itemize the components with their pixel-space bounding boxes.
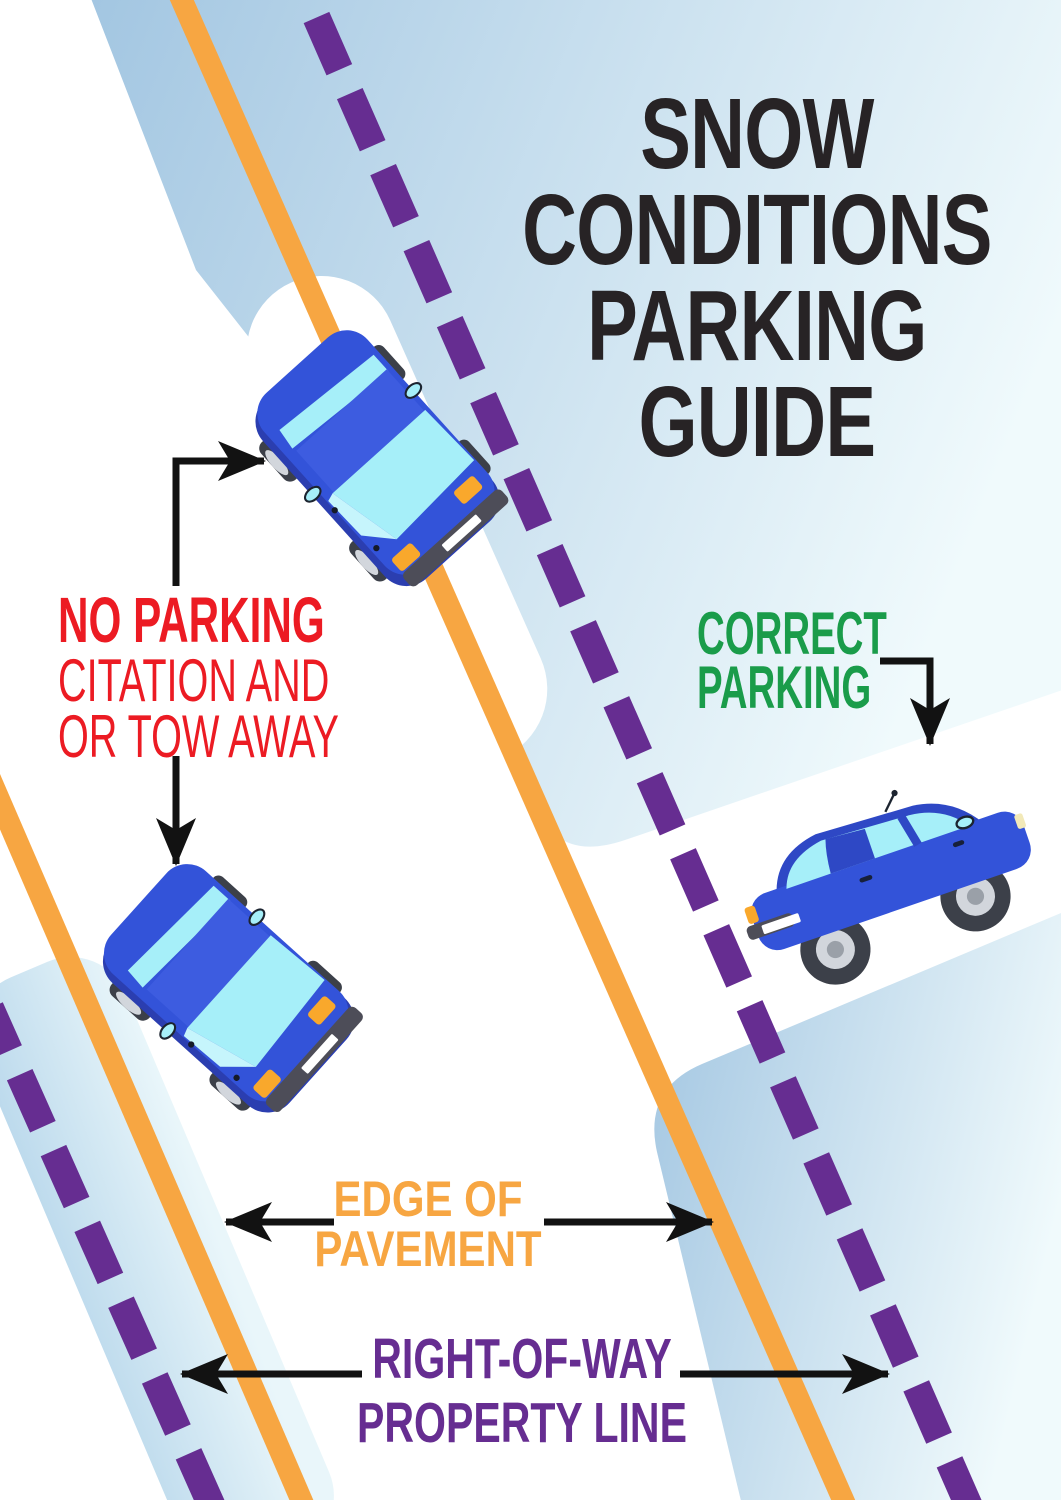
pointer-arrows (156, 441, 950, 1394)
arrow-correct-parking-to-car (880, 657, 950, 746)
edge-of-pavement-line-2: PAVEMENT (314, 1221, 542, 1277)
arrow-no-parking-to-top-car (172, 441, 266, 586)
right-of-way-line-right (293, 0, 982, 1500)
no-parking-detail-1: CITATION AND (58, 647, 330, 714)
right-of-way-label: RIGHT-OF-WAY PROPERTY LINE (282, 1327, 762, 1455)
correct-parking-line-2: PARKING (697, 654, 872, 721)
road-lines (0, 0, 982, 1500)
title-line-2: CONDITIONS (522, 174, 992, 286)
snow-patch-bottom-right (654, 912, 1061, 1500)
page-title: SNOW CONDITIONS PARKING GUIDE (417, 78, 1061, 478)
correct-parking-label: CORRECT PARKING (697, 600, 994, 721)
title-line-3: PARKING (587, 270, 927, 382)
correct-parking-line-1: CORRECT (697, 600, 887, 667)
title-line-1: SNOW (640, 78, 874, 190)
edge-of-pavement-line-right (169, 0, 856, 1500)
right-of-way-line-2: PROPERTY LINE (357, 1391, 687, 1455)
edge-of-pavement-line-left (0, 773, 314, 1500)
edge-of-pavement-label: EDGE OF PAVEMENT (248, 1174, 608, 1274)
snow-patch-left-boulevard (0, 957, 334, 1500)
title-line-4: GUIDE (638, 366, 877, 478)
snow-patch-top-right (91, 0, 1061, 847)
right-of-way-line-left (0, 1002, 225, 1500)
edge-of-pavement-line-1: EDGE OF (333, 1171, 523, 1227)
right-of-way-line-1: RIGHT-OF-WAY (372, 1327, 672, 1391)
no-parking-detail-2: OR TOW AWAY (58, 703, 339, 770)
no-parking-label: NO PARKING CITATION AND OR TOW AWAY (0, 584, 390, 770)
no-parking-heading: NO PARKING (58, 584, 325, 656)
